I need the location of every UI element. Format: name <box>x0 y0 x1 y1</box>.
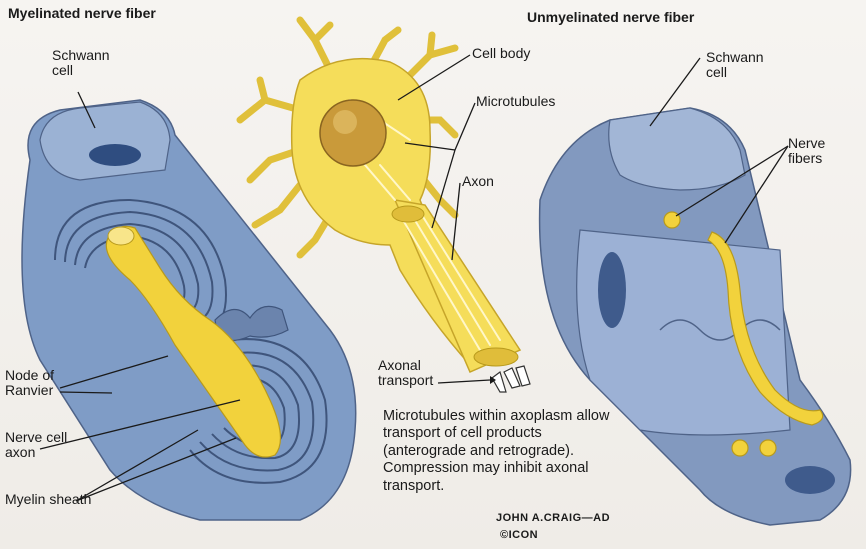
label-node-of-ranvier: Node of Ranvier <box>5 368 54 399</box>
icon-mark: ©ICON <box>500 529 538 541</box>
nerve-fiber-4 <box>760 440 776 456</box>
label-myelin-sheath: Myelin sheath <box>5 492 91 507</box>
label-axonal-transport: Axonal transport <box>378 358 433 389</box>
artist-signature: JOHN A.CRAIG—AD <box>496 512 610 524</box>
label-microtubules: Microtubules <box>476 94 555 109</box>
schwann-nucleus-bottom <box>785 466 835 494</box>
transport-arrows <box>492 366 530 392</box>
axon-end-left <box>108 227 134 245</box>
schwann-nucleus-right <box>598 252 626 328</box>
label-nerve-cell-axon: Nerve cell axon <box>5 430 67 461</box>
nerve-fiber-3 <box>732 440 748 456</box>
label-axon: Axon <box>462 174 494 189</box>
axon-end-section <box>474 348 518 366</box>
title-myelinated: Myelinated nerve fiber <box>8 6 156 21</box>
label-cell-body: Cell body <box>472 46 530 61</box>
axon-cross-section <box>392 206 424 222</box>
nucleus <box>320 100 386 166</box>
label-schwann-cell-left: Schwann cell <box>52 48 110 79</box>
title-unmyelinated: Unmyelinated nerve fiber <box>527 10 694 25</box>
description-paragraph: Microtubules within axoplasm allow trans… <box>383 408 613 495</box>
schwann-nucleus-left <box>89 144 141 166</box>
schwann-cell-left <box>40 102 170 180</box>
label-nerve-fibers: Nerve fibers <box>788 136 825 167</box>
schwann-cell-right <box>609 108 745 190</box>
nucleus-highlight <box>333 110 357 134</box>
label-schwann-cell-right: Schwann cell <box>706 50 764 81</box>
